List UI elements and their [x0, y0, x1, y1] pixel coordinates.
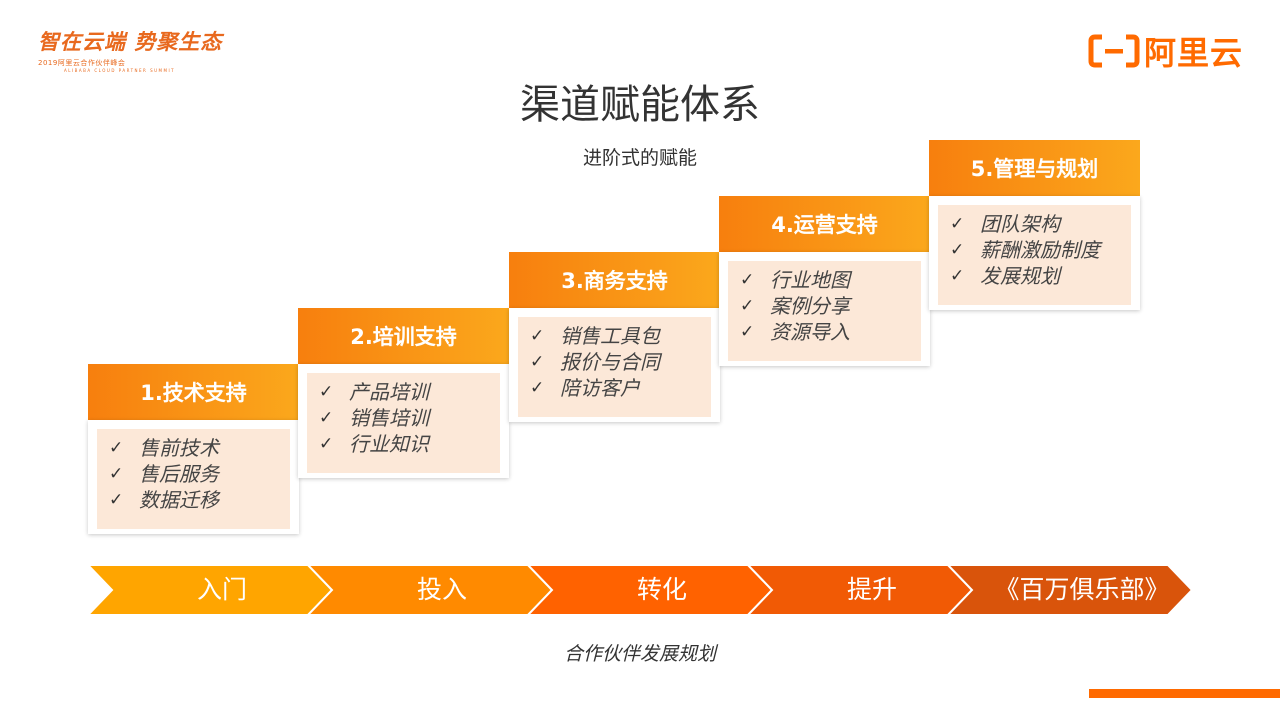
check-icon: ✓: [740, 322, 755, 342]
step-item-label: 售后服务: [139, 462, 219, 486]
check-icon: ✓: [950, 266, 965, 286]
summit-slogan: 智在云端 势聚生态: [38, 29, 223, 54]
step-item-list: ✓ 售前技术 ✓ 售后服务 ✓ 数据迁移: [97, 429, 290, 529]
step-item: ✓ 发展规划: [950, 263, 1125, 289]
step-item: ✓ 行业地图: [740, 267, 915, 293]
summit-name-en: ALIBABA CLOUD PARTNER SUMMIT: [64, 68, 176, 73]
step-item-label: 售前技术: [139, 436, 219, 460]
step-item-list: ✓ 团队架构 ✓ 薪酬激励制度 ✓ 发展规划: [938, 205, 1131, 305]
check-icon: ✓: [950, 240, 965, 260]
step-card: ✓ 售前技术 ✓ 售后服务 ✓ 数据迁移: [88, 420, 299, 534]
stage-chevrons: [88, 565, 1192, 615]
step-item: ✓ 资源导入: [740, 319, 915, 345]
step-item-list: ✓ 销售工具包 ✓ 报价与合同 ✓ 陪访客户: [518, 317, 711, 417]
step-card: ✓ 销售工具包 ✓ 报价与合同 ✓ 陪访客户: [509, 308, 720, 422]
check-icon: ✓: [319, 382, 334, 402]
check-icon: ✓: [530, 326, 545, 346]
check-icon: ✓: [530, 352, 545, 372]
page-subtitle: 进阶式的赋能: [582, 147, 697, 169]
stage-segment-2: [306, 565, 554, 615]
step-item-label: 行业知识: [349, 432, 429, 456]
step-item-label: 销售培训: [349, 406, 429, 430]
summit-logo: 智在云端 势聚生态 2019阿里云合作伙伴峰会 ALIBABA CLOUD PA…: [38, 26, 222, 73]
step-item-label: 数据迁移: [139, 488, 219, 512]
check-icon: ✓: [109, 490, 124, 510]
alibaba-cloud-bracket-icon: [1088, 34, 1140, 68]
step-item-label: 团队架构: [980, 212, 1060, 236]
step-card: ✓ 行业地图 ✓ 案例分享 ✓ 资源导入: [719, 252, 930, 366]
stage-segment-1: [88, 565, 334, 615]
footer-caption: 合作伙伴发展规划: [563, 643, 716, 665]
step-item-label: 案例分享: [770, 294, 850, 318]
summit-name: 2019阿里云合作伙伴峰会: [38, 59, 126, 67]
step-item: ✓ 案例分享: [740, 293, 915, 319]
step-title: 3.商务支持: [509, 252, 720, 308]
check-icon: ✓: [530, 378, 545, 398]
step-title: 2.培训支持: [298, 308, 509, 364]
step-2: 2.培训支持 ✓ 产品培训 ✓ 销售培训 ✓ 行业知识: [298, 308, 509, 478]
step-item: ✓ 销售工具包: [530, 323, 705, 349]
step-item-label: 行业地图: [770, 268, 850, 292]
step-title: 4.运营支持: [719, 196, 930, 252]
check-icon: ✓: [740, 296, 755, 316]
step-item: ✓ 团队架构: [950, 211, 1125, 237]
check-icon: ✓: [950, 214, 965, 234]
step-item-label: 陪访客户: [560, 376, 640, 400]
stage-label: 入门: [196, 575, 247, 604]
step-item: ✓ 产品培训: [319, 379, 494, 405]
brand-name: 阿里云: [1144, 34, 1244, 72]
step-item: ✓ 售前技术: [109, 435, 284, 461]
step-card: ✓ 产品培训 ✓ 销售培训 ✓ 行业知识: [298, 364, 509, 478]
step-item: ✓ 行业知识: [319, 431, 494, 457]
step-item-label: 产品培训: [349, 380, 429, 404]
stage-segment-5: [946, 565, 1192, 615]
step-4: 4.运营支持 ✓ 行业地图 ✓ 案例分享 ✓ 资源导入: [719, 196, 930, 366]
step-item: ✓ 陪访客户: [530, 375, 705, 401]
step-item: ✓ 薪酬激励制度: [950, 237, 1125, 263]
step-item: ✓ 销售培训: [319, 405, 494, 431]
step-title: 5.管理与规划: [929, 140, 1140, 196]
check-icon: ✓: [109, 438, 124, 458]
step-3: 3.商务支持 ✓ 销售工具包 ✓ 报价与合同 ✓ 陪访客户: [509, 252, 720, 422]
page-title: 渠道赋能体系: [520, 82, 760, 128]
step-title: 1.技术支持: [88, 364, 299, 420]
step-5: 5.管理与规划 ✓ 团队架构 ✓ 薪酬激励制度 ✓ 发展规划: [929, 140, 1140, 310]
step-item: ✓ 报价与合同: [530, 349, 705, 375]
step-item-label: 销售工具包: [560, 324, 660, 348]
step-item-list: ✓ 行业地图 ✓ 案例分享 ✓ 资源导入: [728, 261, 921, 361]
step-item-label: 薪酬激励制度: [980, 238, 1100, 262]
step-item-label: 发展规划: [980, 264, 1060, 288]
check-icon: ✓: [740, 270, 755, 290]
step-item: ✓ 数据迁移: [109, 487, 284, 513]
step-item-label: 报价与合同: [560, 350, 660, 374]
check-icon: ✓: [109, 464, 124, 484]
stage-segment-4: [746, 565, 974, 615]
alibaba-cloud-logo: 阿里云: [1088, 28, 1243, 74]
step-item-label: 资源导入: [770, 320, 850, 344]
stage-label: 提升: [846, 575, 897, 604]
corner-accent-bar: [1089, 689, 1280, 698]
step-item: ✓ 售后服务: [109, 461, 284, 487]
check-icon: ✓: [319, 434, 334, 454]
stage-label: 《百万俱乐部》: [994, 575, 1170, 604]
step-1: 1.技术支持 ✓ 售前技术 ✓ 售后服务 ✓ 数据迁移: [88, 364, 299, 534]
step-card: ✓ 团队架构 ✓ 薪酬激励制度 ✓ 发展规划: [929, 196, 1140, 310]
stage-label: 转化: [636, 575, 687, 604]
step-item-list: ✓ 产品培训 ✓ 销售培训 ✓ 行业知识: [307, 373, 500, 473]
stage-arrow-bar: [88, 565, 1192, 615]
check-icon: ✓: [319, 408, 334, 428]
stage-segment-3: [526, 565, 774, 615]
stage-label: 投入: [416, 575, 467, 604]
